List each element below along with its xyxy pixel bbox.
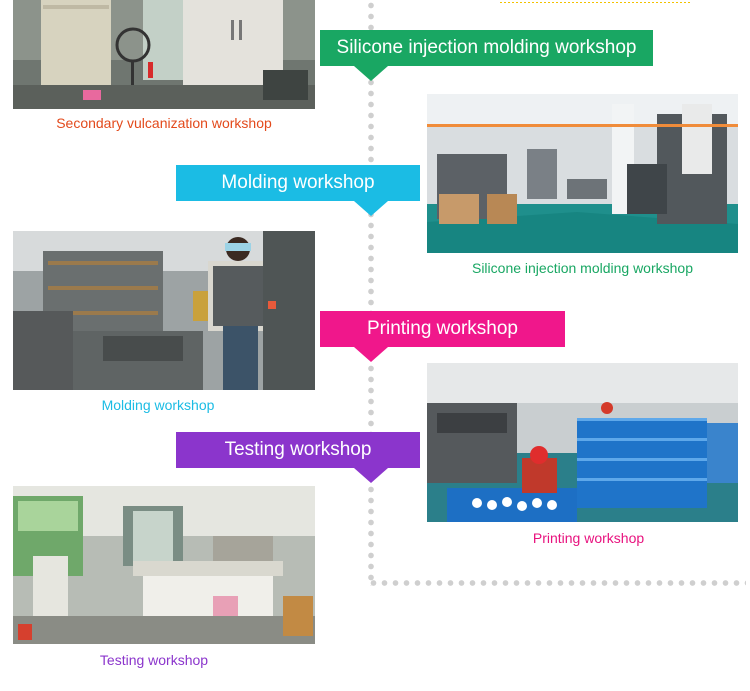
silicone-injection-caption: Silicone injection molding workshop (471, 260, 693, 276)
down-triangle-icon (354, 347, 388, 362)
secondary-vulcanization-photo (13, 0, 315, 109)
molding-banner-label: Molding workshop (221, 172, 375, 193)
printing-photo (427, 363, 738, 522)
molding-caption: Molding workshop (101, 397, 215, 413)
secondary-vulcanization-caption: Secondary vulcanization workshop (56, 115, 272, 131)
testing-banner: Testing workshop (176, 432, 420, 483)
printing-caption: Printing workshop (532, 530, 645, 546)
down-triangle-icon (354, 66, 388, 81)
down-triangle-icon (354, 468, 388, 483)
testing-banner-label: Testing workshop (224, 439, 372, 460)
testing-photo (13, 486, 315, 644)
timeline-vertical-dots (368, 0, 374, 586)
silicone-injection-photo (427, 94, 738, 253)
testing-caption: Testing workshop (99, 652, 209, 668)
printing-banner-label: Printing workshop (366, 318, 519, 339)
cropped-top-text (500, 0, 690, 3)
timeline-horizontal-dots (368, 580, 746, 586)
silicone-injection-banner-label: Silicone injection molding workshop (336, 37, 637, 58)
down-triangle-icon (354, 201, 388, 216)
molding-banner: Molding workshop (176, 165, 420, 216)
silicone-injection-banner: Silicone injection molding workshop (320, 30, 653, 81)
printing-banner: Printing workshop (320, 311, 565, 362)
molding-photo (13, 231, 315, 390)
